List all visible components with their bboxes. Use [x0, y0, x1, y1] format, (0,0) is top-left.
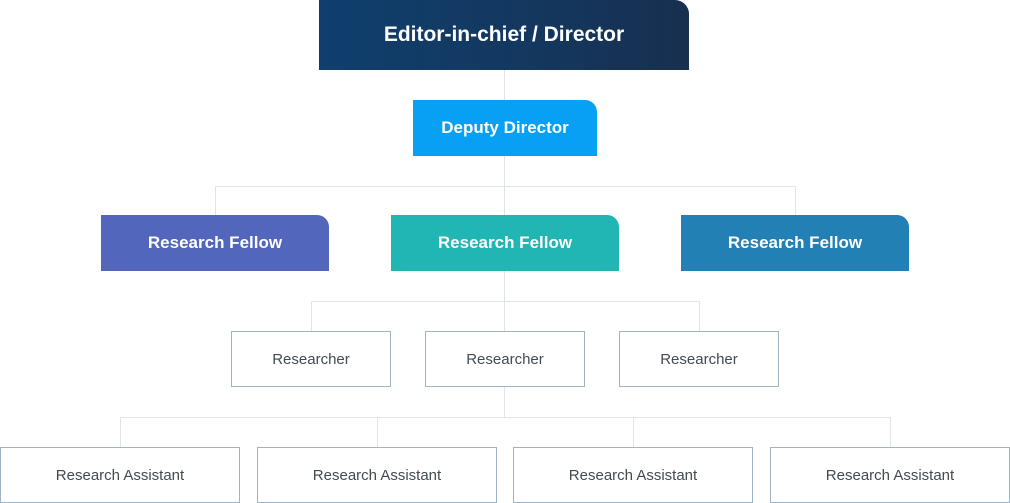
- researcher-box-2: Researcher: [425, 331, 585, 387]
- research-assistant-box-3: Research Assistant: [513, 447, 753, 503]
- researcher-box-3: Researcher: [619, 331, 779, 387]
- research-fellow-label: Research Fellow: [727, 233, 863, 252]
- research-assistant-label: Research Assistant: [825, 466, 955, 484]
- research-fellow-label: Research Fellow: [437, 233, 573, 252]
- deputy-director-box: Deputy Director: [413, 100, 597, 156]
- research-assistant-label: Research Assistant: [568, 466, 698, 484]
- research-fellow-box-3: Research Fellow: [681, 215, 909, 271]
- director-box: Editor-in-chief / Director: [319, 0, 689, 70]
- deputy-director-label: Deputy Director: [441, 118, 569, 137]
- research-fellow-box-1: Research Fellow: [101, 215, 329, 271]
- research-assistant-label: Research Assistant: [55, 466, 185, 484]
- researcher-label: Researcher: [660, 350, 738, 368]
- research-assistant-box-2: Research Assistant: [257, 447, 497, 503]
- research-assistant-label: Research Assistant: [312, 466, 442, 484]
- research-fellow-box-2: Research Fellow: [391, 215, 619, 271]
- researcher-box-1: Researcher: [231, 331, 391, 387]
- director-label: Editor-in-chief / Director: [383, 23, 625, 46]
- research-assistant-box-1: Research Assistant: [0, 447, 240, 503]
- researcher-label: Researcher: [272, 350, 350, 368]
- research-fellow-label: Research Fellow: [147, 233, 283, 252]
- researcher-label: Researcher: [466, 350, 544, 368]
- research-assistant-box-4: Research Assistant: [770, 447, 1010, 503]
